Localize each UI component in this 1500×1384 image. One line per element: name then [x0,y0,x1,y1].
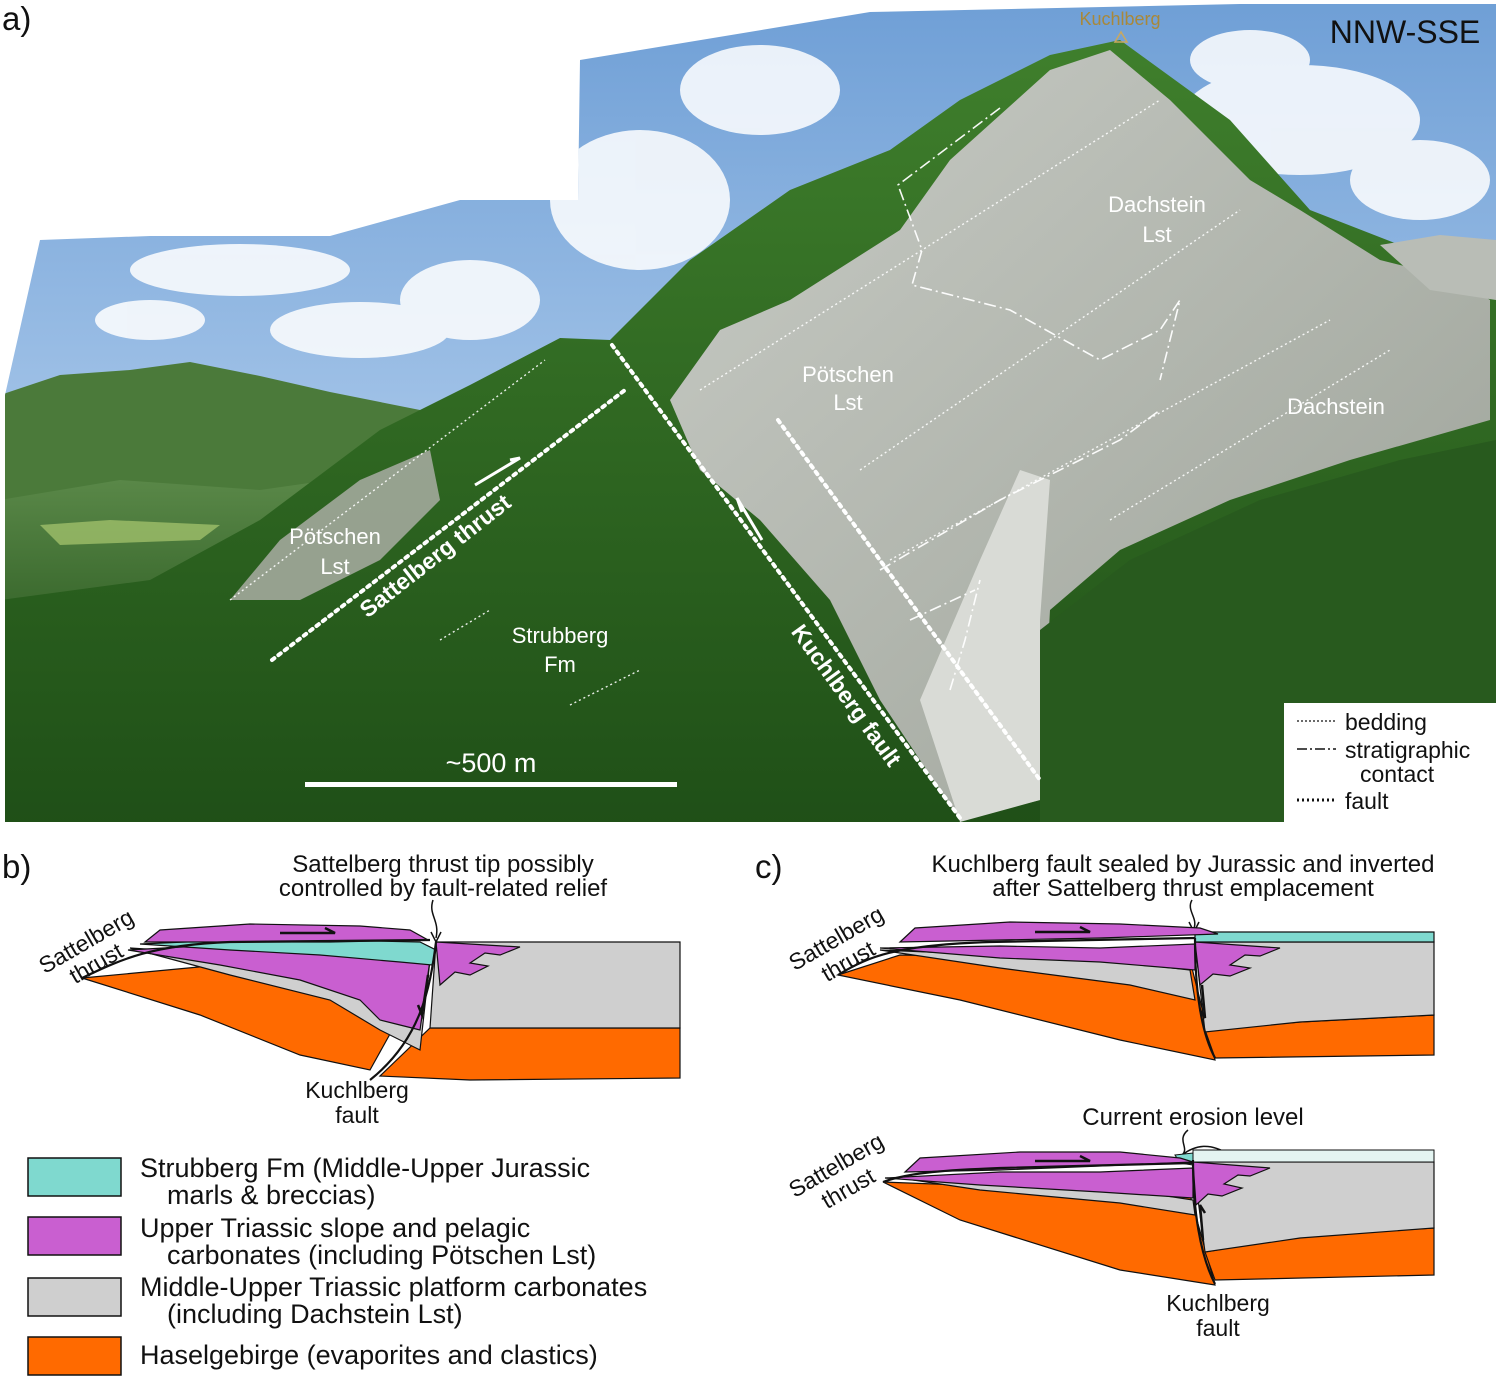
fault-trace [1191,1159,1216,1285]
legend-label-platform: Middle-Upper Triassic platform carbonate… [140,1272,647,1302]
scale-bar [305,782,677,787]
panel-b-annotation: Sattelberg thrust tip possibly [292,851,594,878]
color-legend: Strubberg Fm (Middle-Upper Jurassic marl… [27,1153,647,1376]
scree [920,470,1050,822]
annotation-pointer [431,899,438,939]
platform-carbonates-right [429,941,681,1029]
thrust-trace [81,938,431,979]
legend-swatch-jurassic [27,1157,122,1197]
jurassic-marls [1194,931,1435,943]
valley-meadow [40,520,220,545]
legend-swatch-slope [27,1216,122,1256]
unit-label: Pötschen [802,362,894,387]
legend-label-jurassic: Strubberg Fm (Middle-Upper Jurassic [140,1153,590,1183]
fault-lines [270,343,1042,820]
panel-b-annotation-2: controlled by fault-related relief [279,875,608,902]
unit-label: Strubberg [512,623,609,648]
fault-arrow-icon [1198,1204,1207,1241]
unit-label: Pötschen [289,524,381,549]
panel-c: c) Kuchlberg fault sealed by Jurassic an… [755,848,1435,1341]
thrust-trace [882,1161,1194,1184]
legend-label-slope: Upper Triassic slope and pelagic [140,1213,530,1243]
panel-a-photo: ~500 m Kuchlberg NNW-SSE Dachstein Lst P… [5,4,1496,822]
thrust-trace [837,936,1196,976]
slope-carbonates-tongue [1192,1161,1271,1207]
section-c-fault-label: Kuchlberg [1166,1290,1270,1316]
unit-label: Lst [320,554,349,579]
unit-label: Fm [544,652,576,677]
legend-label-haselgebirge: Haselgebirge (evaporites and clastics) [140,1340,598,1370]
fault-trace [369,941,438,1081]
panel-c-letter: c) [755,848,783,885]
unit-label: Dachstein [1287,394,1385,419]
panel-b-letter: b) [2,848,31,885]
legend-label-slope-2: carbonates (including Pötschen Lst) [167,1240,596,1270]
peak-marker-icon [1113,30,1129,43]
legend-bedding-label: bedding [1345,709,1427,735]
jurassic-marls-eroded [1192,1149,1435,1163]
photo-legend-box [1284,703,1496,822]
legend-fault-label: fault [1345,788,1389,814]
scale-label: ~500 m [446,748,537,778]
panel-c-annotation-2: after Sattelberg thrust emplacement [992,875,1374,902]
unit-label: Lst [833,390,862,415]
far-rock [1380,235,1496,300]
rock-face [670,50,1490,820]
panel-a-letter: a) [2,0,31,37]
photo-legend: bedding stratigraphic contact fault [1284,703,1496,822]
legend-swatch-platform [27,1277,122,1317]
legend-label-platform-2: (including Dachstein Lst) [167,1299,463,1329]
panel-c-annotation: Kuchlberg fault sealed by Jurassic and i… [932,851,1435,878]
legend-label-jurassic-2: marls & breccias) [167,1180,376,1210]
left-outcrop [230,450,440,600]
fault-trace [1193,937,1216,1059]
section-b-fault-label: Kuchlberg [305,1077,409,1103]
haselgebirge-layer-right [378,1027,681,1081]
thrust-arrow-icon [1035,925,1091,934]
orientation-label: NNW-SSE [1330,14,1481,50]
shear-arrows [474,456,764,541]
legend-swatch-haselgebirge [27,1336,122,1376]
fault-arrow-icon [1198,984,1207,1019]
thrust-arrow-icon [1035,1154,1091,1163]
section-c-fault-label-2: fault [1196,1315,1240,1341]
clouds [95,30,1490,358]
fault-arrow-icon [416,974,430,1020]
panel-b: b) Sattelberg thrust tip possibly contro… [2,848,681,1128]
bedding-lines [229,99,1391,706]
section-b-fault-label-2: fault [335,1102,379,1128]
thrust-arrow-icon [280,926,336,935]
annotation-pointer [1189,899,1196,929]
legend-strat-label-2: contact [1360,761,1435,787]
slope-carbonates-tongue [435,941,521,987]
unit-label: Dachstein [1108,192,1206,217]
erosion-label: Current erosion level [1082,1104,1303,1131]
legend-strat-label: stratigraphic [1345,737,1470,763]
peak-label: Kuchlberg [1079,9,1160,29]
slope-carbonates-tongue [1194,941,1281,987]
unit-label: Lst [1142,222,1171,247]
